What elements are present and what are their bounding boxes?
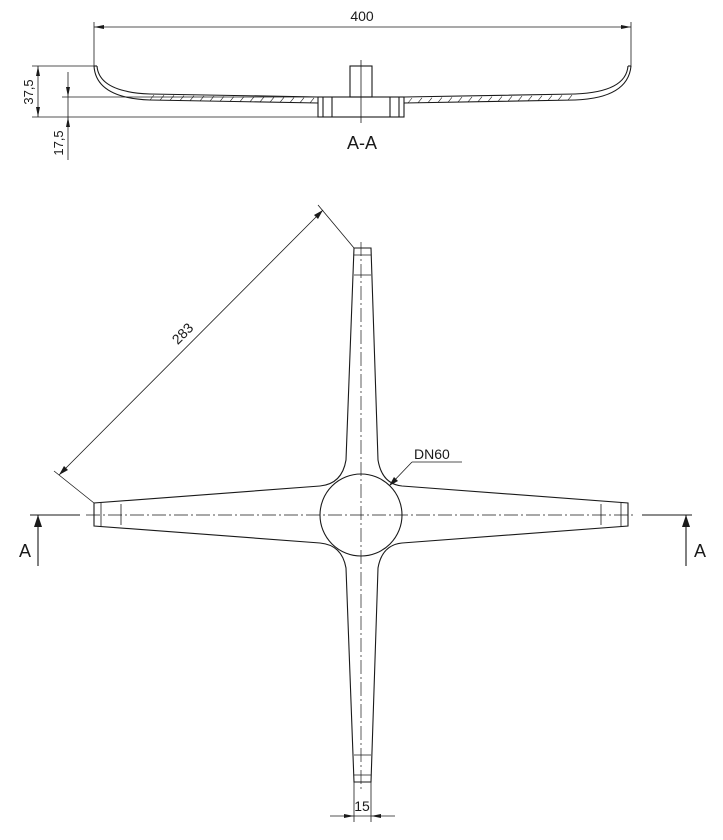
dimension-hub-diameter: DN60 [414, 446, 450, 462]
section-label: A-A [347, 133, 377, 153]
section-view: 400 37,5 17,5 A-A [21, 8, 632, 160]
dimension-overall-width: 400 [350, 8, 374, 24]
dimension-arm-width: 15 [354, 798, 370, 814]
plate-outline-upper [96, 65, 629, 98]
svg-text:A: A [19, 541, 31, 561]
dimension-height-hub: 17,5 [51, 130, 66, 155]
plate-outline-lower [93, 65, 632, 104]
svg-text:A: A [694, 541, 706, 561]
plate-hatching [149, 94, 573, 104]
dimension-arm-span: 283 [169, 319, 197, 347]
section-marker-right: A [642, 514, 706, 566]
dimension-height-total: 37,5 [21, 79, 36, 104]
section-marker-left: A [19, 514, 80, 566]
plan-view: 283 DN60 15 A A [19, 204, 706, 822]
